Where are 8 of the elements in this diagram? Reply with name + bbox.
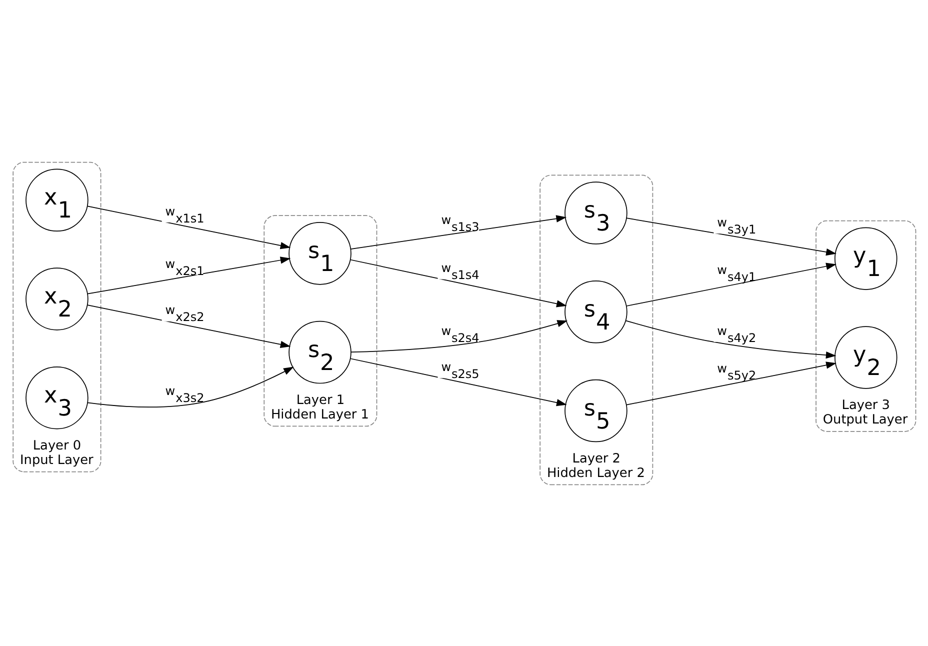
arrow — [87, 256, 291, 294]
arrow — [626, 217, 836, 256]
arrow — [626, 262, 836, 306]
arrow — [626, 361, 836, 405]
arrow — [87, 304, 291, 348]
arrow — [87, 205, 291, 249]
arrow — [350, 214, 567, 249]
arrow — [87, 366, 294, 407]
